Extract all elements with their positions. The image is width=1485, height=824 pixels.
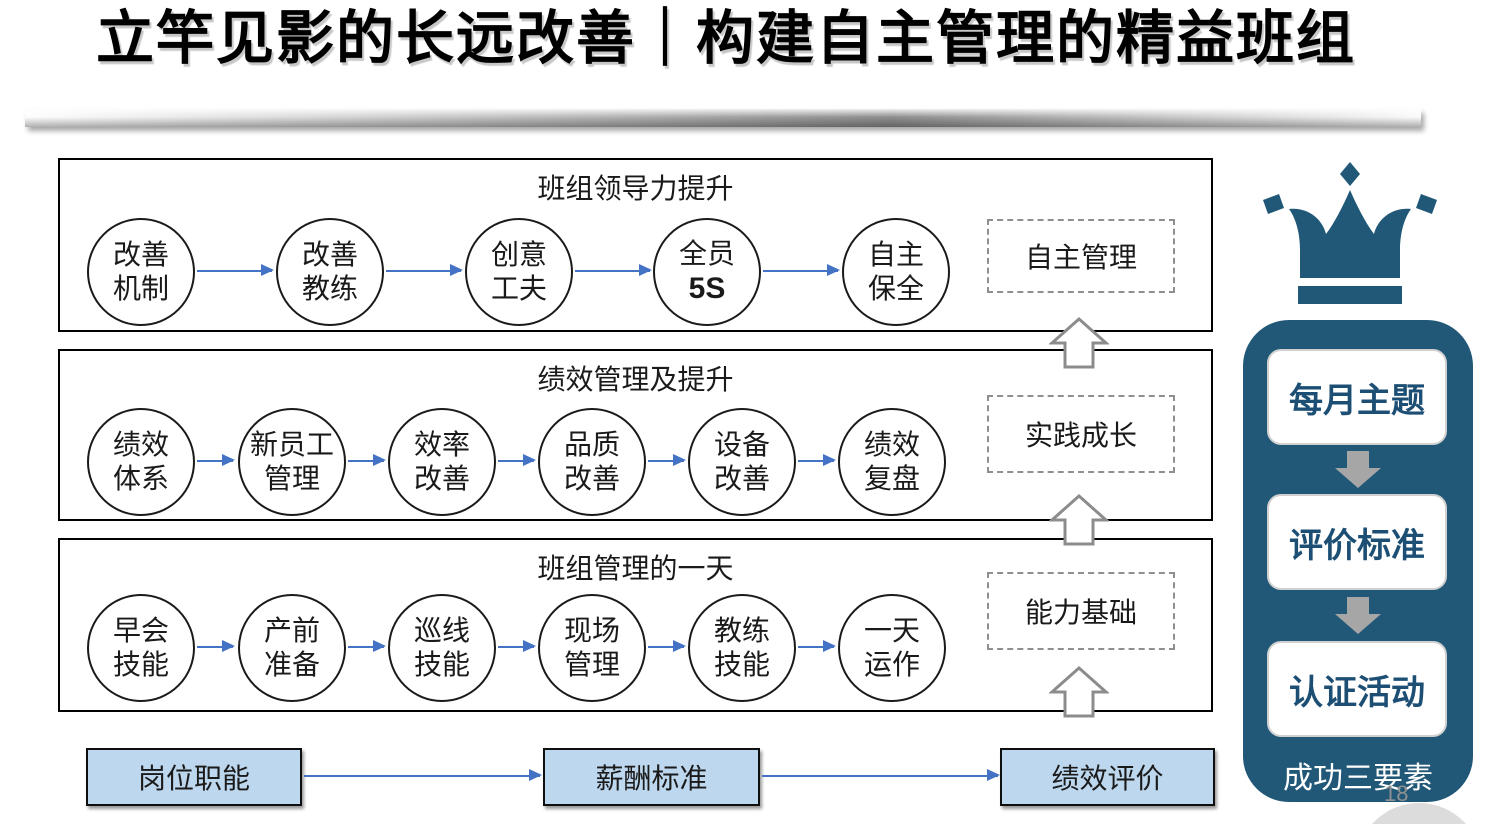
circle-label-line2: 复盘 [863,463,920,494]
step-circle: 教练 技能 [688,594,796,702]
circle-label-line2: 运作 [863,649,920,680]
flow-arrow-right-icon [498,640,536,652]
flow-arrow-right-icon [197,264,274,276]
flow-arrow-right-icon [304,769,542,781]
outcome-tag-capability-base: 能力基础 [987,572,1175,650]
flow-arrow-right-icon [575,264,652,276]
circle-label-line2: 体系 [112,463,169,494]
flow-arrow-right-icon [348,640,386,652]
circle-label-line1: 早会 [112,615,169,647]
flow-arrow-right-icon [762,769,1000,781]
circle-label-line1: 品质 [563,429,620,461]
flow-arrow-right-icon [648,454,686,466]
step-circle: 早会 技能 [87,594,195,702]
factor-card-monthly-theme: 每月主题 [1267,349,1447,445]
outcome-tag-autonomous-management: 自主管理 [987,219,1175,293]
row-box-leadership: 班组领导力提升 改善 机制 改善 教练 创意 工夫 全员 5S 自主 保全 自主… [58,158,1213,332]
circle-label-line1: 一天 [863,615,920,647]
flow-arrow-right-icon [348,454,386,466]
step-circle: 绩效 复盘 [838,408,946,516]
row-box-performance: 绩效管理及提升 绩效 体系 新员工 管理 效率 改善 品质 改善 设备 改善 绩… [58,349,1213,521]
step-circle: 创意 工夫 [465,218,573,326]
success-factors-panel: 每月主题 评价标准 认证活动 成功三要素 [1243,320,1473,802]
circle-label-line1: 创意 [490,239,547,271]
factor-card-evaluation-standard: 评价标准 [1267,494,1447,590]
circle-label-line2: 技能 [713,649,770,680]
panel-caption: 成功三要素 [1283,762,1433,795]
step-circle: 绩效 体系 [87,408,195,516]
step-circle: 自主 保全 [842,218,950,326]
circle-label-line1: 绩效 [112,429,169,461]
title-underline-bar [25,109,1421,127]
circle-label-line2: 教练 [301,273,358,304]
step-circle: 效率 改善 [388,408,496,516]
circle-label-line1: 绩效 [863,429,920,461]
step-circle: 设备 改善 [688,408,796,516]
circle-label-line1: 改善 [301,239,358,271]
circle-label-line1: 改善 [112,239,169,271]
factor-card-certification-activity: 认证活动 [1267,641,1447,737]
step-circle: 现场 管理 [538,594,646,702]
step-circle: 改善 机制 [87,218,195,326]
circle-label-line1: 设备 [713,429,770,461]
flow-arrow-right-icon [498,454,536,466]
flow-arrow-right-icon [197,454,235,466]
down-arrow-icon [1335,451,1381,493]
circle-label-line2: 改善 [713,463,770,494]
row-title: 班组领导力提升 [537,173,734,204]
flow-arrow-right-icon [386,264,463,276]
step-circle: 巡线 技能 [388,594,496,702]
foundation-box-performance-evaluation: 绩效评价 [1000,748,1215,806]
circle-label-line2: 管理 [263,463,320,494]
up-arrow-icon [1048,665,1110,723]
circle-label-line2: 管理 [563,649,620,680]
circle-label-line1: 全员 [678,238,735,270]
circle-label-line2: 工夫 [490,273,547,304]
step-circle: 一天 运作 [838,594,946,702]
step-circle: 改善 教练 [276,218,384,326]
crown-icon [1253,160,1447,311]
row-title: 班组管理的一天 [537,553,734,584]
page-title: 立竿见影的长远改善｜构建自主管理的精益班组 [96,6,1357,71]
foundation-box-job-function: 岗位职能 [86,748,302,806]
row-title: 绩效管理及提升 [537,364,734,395]
circle-label-line1: 效率 [413,429,470,461]
circle-label-line1: 巡线 [413,615,470,647]
foundation-box-salary-standard: 薪酬标准 [543,748,760,806]
flow-arrow-right-icon [648,640,686,652]
circle-label-line2: 保全 [867,273,924,304]
step-circle: 新员工 管理 [238,408,346,516]
circle-label-line1: 产前 [263,615,320,647]
outcome-tag-practice-growth: 实践成长 [987,395,1175,473]
flow-arrow-right-icon [798,454,836,466]
circle-label-line2: 改善 [413,463,470,494]
circle-label-line2: 准备 [263,649,320,680]
circle-label-line2: 技能 [413,649,470,680]
flow-arrow-right-icon [763,264,840,276]
circle-label-line1: 教练 [713,615,770,647]
flow-arrow-right-icon [798,640,836,652]
up-arrow-icon [1048,493,1110,551]
circle-label-line1: 新员工 [249,429,334,461]
circle-label-line2: 5S [688,271,726,305]
step-circle: 产前 准备 [238,594,346,702]
step-circle: 全员 5S [653,218,761,326]
up-arrow-icon [1048,316,1110,374]
page-number: 18 [1384,781,1409,806]
step-circle: 品质 改善 [538,408,646,516]
circle-label-line1: 现场 [563,615,620,647]
circle-label-line1: 自主 [867,239,924,271]
circle-label-line2: 改善 [563,463,620,494]
row-box-daily-management: 班组管理的一天 早会 技能 产前 准备 巡线 技能 现场 管理 教练 技能 一天… [58,538,1213,712]
circle-label-line2: 技能 [112,649,169,680]
down-arrow-icon [1335,597,1381,639]
decorative-gray-circle [1356,803,1482,824]
circle-label-line2: 机制 [112,273,169,304]
flow-arrow-right-icon [197,640,235,652]
